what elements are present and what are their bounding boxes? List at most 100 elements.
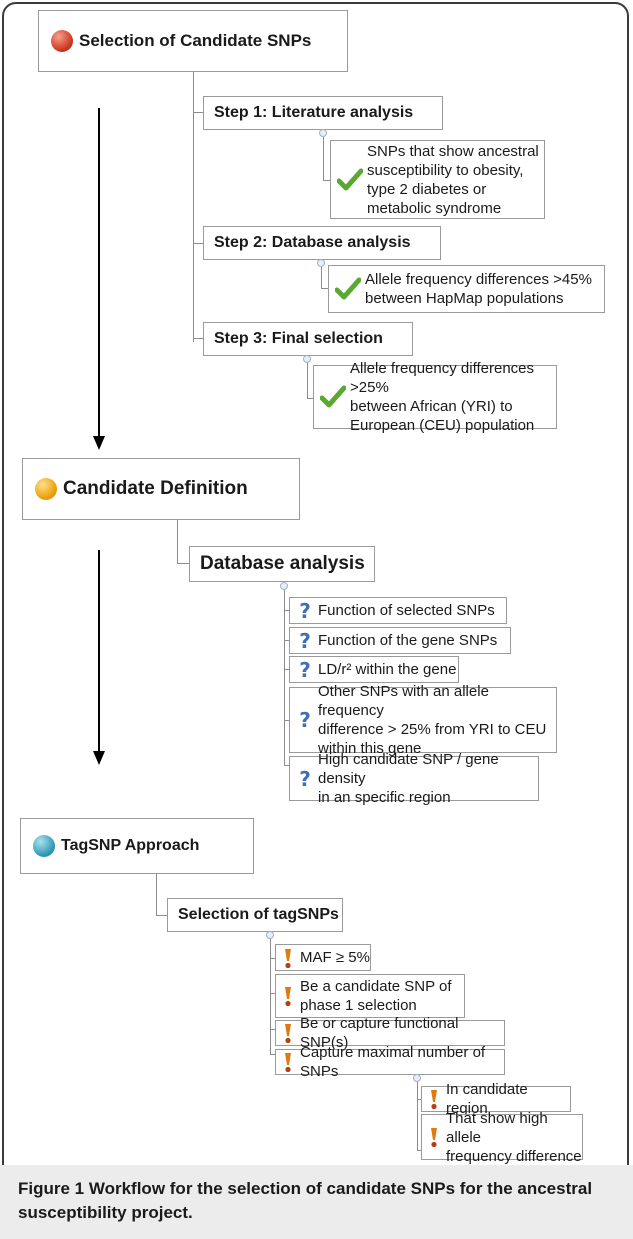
item-text: Function of selected SNPs [318, 602, 495, 619]
flow-arrow-1 [98, 108, 100, 438]
badge-3-icon [33, 835, 55, 857]
connector [307, 363, 308, 399]
connector [193, 72, 194, 342]
phase2-item: ? LD/r² within the gene [289, 656, 459, 683]
phase3-subitem: That show high allele frequency differen… [421, 1110, 583, 1165]
phase1-step1: Step 1: Literature analysis [203, 96, 443, 130]
connector [270, 1029, 275, 1030]
connector [284, 640, 289, 641]
phase2-header: Candidate Definition [22, 458, 300, 520]
svg-text:?: ? [299, 630, 311, 652]
item-text: Be or capture functional SNP(s) [300, 1015, 459, 1051]
collapse-knob [319, 129, 327, 137]
check-icon [335, 277, 361, 300]
item-text: difference > 25% from YRI to CEU [318, 721, 547, 738]
phase1-header: Selection of Candidate SNPs [38, 10, 348, 72]
collapse-knob [413, 1074, 421, 1082]
connector [323, 180, 331, 181]
svg-text:?: ? [299, 659, 311, 681]
item-text: in an specific region [318, 789, 451, 806]
phase2-item: ? Other SNPs with an allele frequency di… [289, 683, 557, 757]
criterion-line: Allele frequency differences >25% [350, 360, 534, 396]
collapse-knob [317, 259, 325, 267]
phase2-step-label: Database analysis [200, 553, 365, 574]
connector [270, 993, 275, 994]
item-text: High candidate SNP / gene density [318, 751, 499, 787]
criterion-line: between African (YRI) to [350, 398, 513, 415]
badge-2-icon [35, 478, 57, 500]
phase3-subitem: In candidate region [421, 1081, 571, 1117]
check-icon [320, 385, 346, 408]
svg-text:?: ? [299, 600, 311, 622]
phase1-step3: Step 3: Final selection [203, 322, 413, 356]
phase3-item: Be or capture functional SNP(s) [275, 1015, 505, 1051]
connector [156, 874, 157, 916]
phase3-step-label: Selection of tagSNPs [178, 906, 339, 923]
step1-label: Step 1: Literature analysis [214, 104, 414, 121]
phase3-title: TagSNP Approach [61, 837, 200, 854]
item-text: phase 1 selection [300, 997, 417, 1014]
criterion-line: SNPs that show ancestral [367, 142, 539, 160]
phase2-item: ? Function of the gene SNPs [289, 627, 511, 654]
figure-caption: Figure 1 Workflow for the selection of c… [0, 1165, 633, 1239]
item-text: Function of the gene SNPs [318, 632, 498, 649]
question-icon: ? [299, 600, 311, 622]
exclamation-icon [431, 1128, 437, 1148]
question-icon: ? [299, 659, 311, 681]
item-text: Other SNPs with an allele frequency [318, 683, 489, 719]
caption-body: Workflow for the selection of candidate … [18, 1179, 593, 1222]
phase3-step: Selection of tagSNPs [167, 898, 343, 932]
connector [417, 1099, 421, 1100]
item-text: In candidate region [446, 1081, 528, 1117]
collapse-knob [266, 931, 274, 939]
connector [177, 520, 178, 564]
connector [270, 958, 275, 959]
item-text: Capture maximal number of SNPs [300, 1044, 486, 1080]
phase1-step2: Step 2: Database analysis [203, 226, 441, 260]
phase2-step: Database analysis [189, 546, 375, 582]
item-text: frequency difference [446, 1147, 582, 1165]
question-icon: ? [299, 768, 311, 790]
criterion-line: susceptibility to obesity, [367, 161, 524, 179]
caption-label: Figure 1 [18, 1179, 85, 1198]
connector [284, 720, 289, 721]
connector [284, 669, 289, 670]
connector [321, 267, 322, 289]
item-text: That show high allele [446, 1109, 548, 1146]
phase3-header: TagSNP Approach [20, 818, 254, 874]
connector [417, 1082, 418, 1151]
question-icon: ? [299, 709, 311, 731]
connector [284, 765, 289, 766]
phase1-step1-criterion: SNPs that show ancestral susceptibility … [330, 140, 545, 219]
caption-text: Figure 1 Workflow for the selection of c… [18, 1177, 618, 1225]
phase2-title: Candidate Definition [63, 478, 248, 499]
criterion-line: Allele frequency differences >45% [365, 271, 592, 288]
check-icon [337, 168, 363, 190]
connector [193, 112, 203, 113]
connector [284, 610, 289, 611]
phase1-title: Selection of Candidate SNPs [79, 31, 312, 50]
connector [193, 338, 203, 339]
criterion-line: between HapMap populations [365, 290, 564, 307]
phase3-item: Capture maximal number of SNPs [275, 1044, 505, 1080]
collapse-knob [280, 582, 288, 590]
criterion-line: European (CEU) population [350, 417, 535, 434]
phase3-item: Be a candidate SNP of phase 1 selection [275, 974, 465, 1018]
svg-text:?: ? [299, 768, 311, 790]
question-icon: ? [299, 630, 311, 652]
criterion-line: metabolic syndrome [367, 199, 502, 217]
exclamation-icon [285, 948, 291, 968]
connector [156, 915, 167, 916]
exclamation-icon [431, 1090, 437, 1110]
connector [417, 1150, 421, 1151]
connector [270, 1054, 275, 1055]
item-text: MAF ≥ 5% [300, 949, 370, 966]
flow-arrow-1-head [93, 436, 105, 450]
item-text: LD/r² within the gene [318, 661, 457, 678]
flow-arrow-2-head [93, 751, 105, 765]
phase2-item: ? High candidate SNP / gene density in a… [289, 751, 539, 806]
item-text: Be a candidate SNP of [300, 978, 452, 995]
item-text: within this gene [318, 740, 422, 757]
phase3-item: MAF ≥ 5% [275, 944, 371, 971]
connector [177, 563, 189, 564]
